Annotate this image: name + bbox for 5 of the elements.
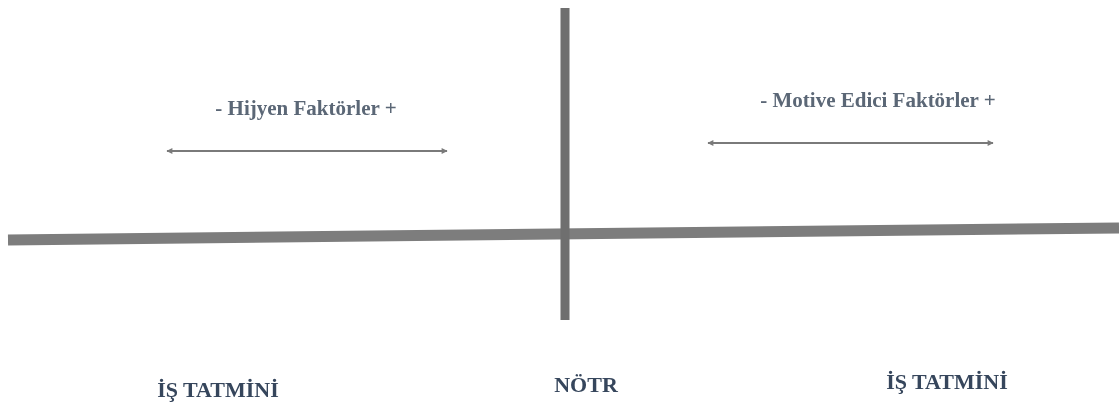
scale-label: İŞ TATMİNİ	[157, 377, 279, 403]
scale-label: NÖTR	[554, 372, 618, 398]
scale-label: İŞ TATMİNİ	[886, 369, 1008, 395]
factor-label: - Motive Edici Faktörler +	[760, 87, 996, 113]
factor-label: - Hijyen Faktörler +	[215, 95, 397, 121]
